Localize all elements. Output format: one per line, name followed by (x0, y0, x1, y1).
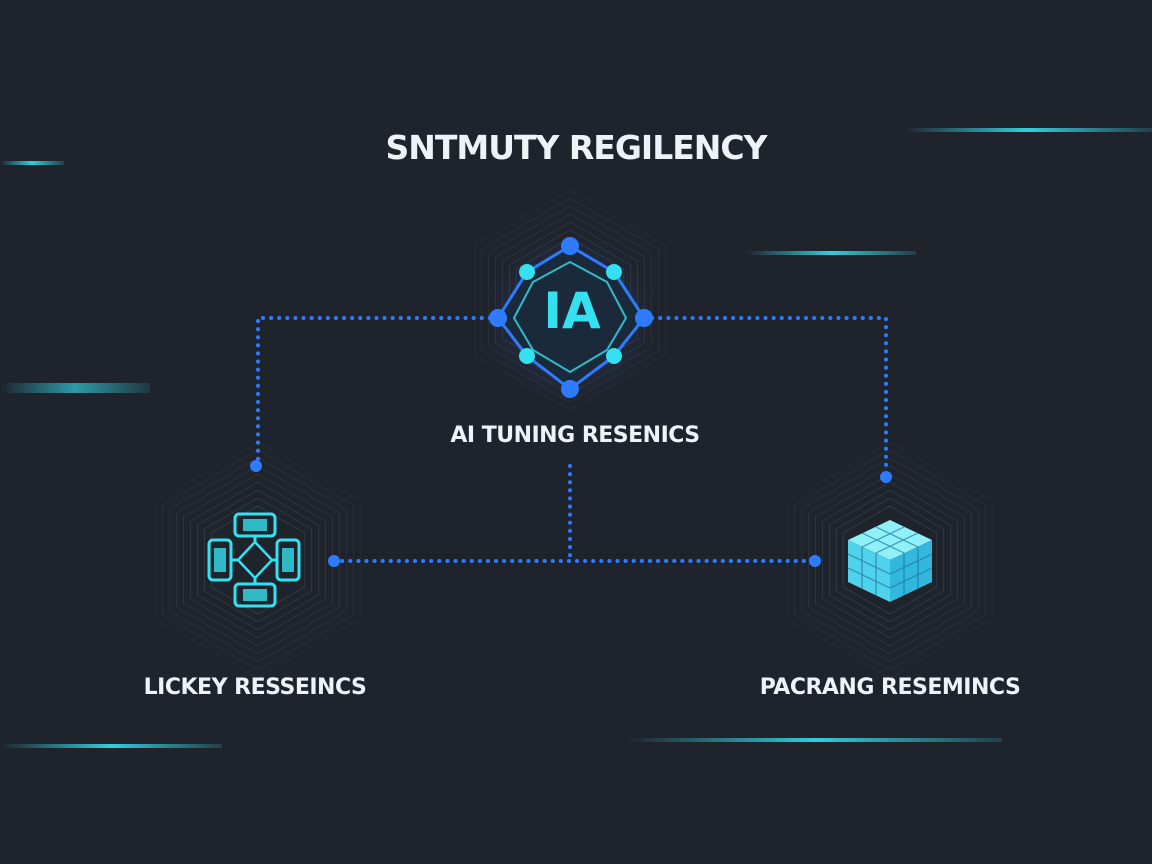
hexagon-ring (183, 473, 333, 647)
connector-left (256, 316, 500, 468)
hexagon-ring (155, 441, 361, 679)
hexagon-ring (822, 481, 958, 639)
hexagon-ring (794, 449, 986, 671)
ia-badge-text: IA (543, 282, 601, 340)
connectors (256, 316, 888, 563)
streak (0, 744, 222, 748)
streak (0, 161, 64, 165)
endpoint (809, 555, 821, 567)
hexagon-ring (828, 489, 952, 631)
endpoint (328, 555, 340, 567)
hexagon-ring (210, 505, 306, 615)
diagram-title: SNTMUTY REGILENCY (385, 128, 767, 167)
streak (628, 738, 1002, 742)
hexagon-ring (162, 449, 354, 671)
background-streaks (0, 128, 1152, 748)
hexagon-ring (835, 497, 945, 623)
hexagon-ring (196, 489, 320, 631)
node-label-left: LICKEY RESSEINCS (143, 675, 367, 700)
hexagon-ring (176, 465, 340, 655)
hexagon-ring (169, 457, 347, 663)
cube-icon (847, 520, 933, 602)
endpoint (250, 460, 262, 472)
streak (903, 128, 1152, 132)
network-hub-icon (485, 233, 655, 403)
node-label-right: PACRANG RESEMINCS (759, 675, 1021, 700)
streak (0, 383, 150, 393)
hexagon-ring (190, 481, 326, 639)
flowchart-icon (207, 512, 301, 608)
endpoint (880, 471, 892, 483)
connector-endpoints (250, 460, 892, 567)
hexagon-ring (842, 505, 938, 615)
hexagon-ring (474, 189, 666, 411)
node-label-top: AI TUNING RESENICS (450, 423, 700, 448)
hexagon-ring (808, 465, 972, 655)
connector-right (642, 316, 888, 478)
streak (746, 251, 916, 255)
hexagon-ring (787, 441, 993, 679)
hexagon-ring (203, 497, 313, 623)
hexagon-ring (801, 457, 979, 663)
hexagon-ring (815, 473, 965, 647)
